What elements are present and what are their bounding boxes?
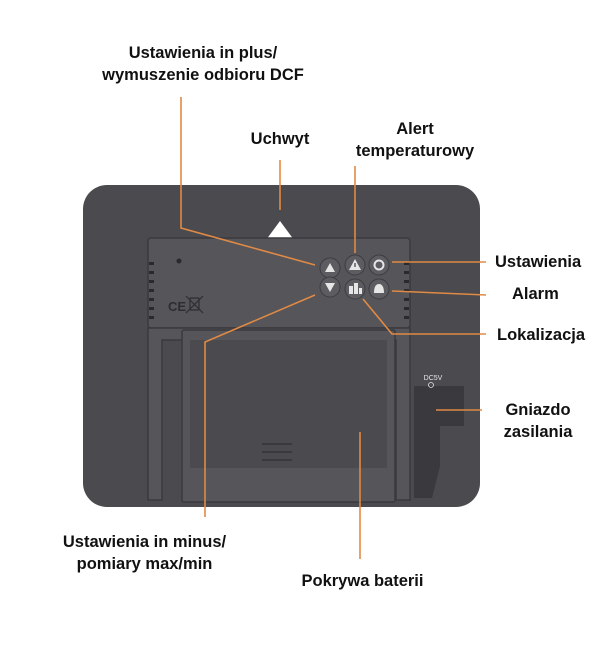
- vent-slot: [404, 298, 409, 301]
- settings-button[interactable]: [368, 254, 390, 276]
- down-arrow-icon: [325, 283, 335, 292]
- vent-slot: [404, 289, 409, 292]
- label-minus-line2: pomiary max/min: [76, 555, 213, 573]
- ce-mark-icon: CE: [168, 299, 186, 314]
- leader-location: [362, 298, 486, 335]
- vent-slot: [149, 280, 154, 283]
- label-handle: Uchwyt: [250, 130, 310, 148]
- minus-button[interactable]: [319, 276, 341, 298]
- crossed-bin-icon: [185, 295, 204, 314]
- hanging-handle-hole: [266, 221, 294, 240]
- vent-slot: [404, 262, 409, 265]
- label-plus-line2: wymuszenie odbioru DCF: [102, 66, 304, 84]
- stand-frame: [147, 327, 411, 501]
- leader-lines: [180, 97, 487, 559]
- label-alert-line2: temperaturowy: [355, 142, 475, 160]
- label-plus: Ustawienia in plus/ wymuszenie odbioru D…: [88, 42, 318, 86]
- up-arrow-icon: [325, 263, 335, 272]
- vent-slot: [149, 307, 154, 310]
- label-socket: Gniazdo zasilania: [488, 399, 588, 443]
- label-minus: Ustawienia in minus/ pomiary max/min: [32, 531, 257, 575]
- battery-cover-inner: [190, 340, 387, 468]
- buildings-icon: [349, 283, 362, 294]
- label-socket-line1: Gniazdo: [505, 401, 571, 419]
- vent-slot: [149, 289, 154, 292]
- vent-slot: [149, 316, 154, 319]
- alarm-button[interactable]: [368, 278, 390, 300]
- temperature-alert-button[interactable]: [344, 254, 366, 276]
- label-settings: Ustawienia: [495, 253, 582, 271]
- label-alert-line1: Alert: [396, 120, 434, 138]
- vent-slot: [404, 280, 409, 283]
- bell-icon: [374, 284, 384, 293]
- label-alert: Alert temperaturowy: [335, 118, 495, 162]
- label-plus-line1: Ustawienia in plus/: [128, 44, 278, 62]
- label-battery: Pokrywa baterii: [301, 572, 424, 590]
- vent-slot: [149, 298, 154, 301]
- label-location: Lokalizacja: [497, 326, 586, 344]
- vent-slot: [404, 316, 409, 319]
- indicator-dot: [176, 258, 182, 264]
- power-socket-recess: [414, 386, 464, 498]
- leader-alarm: [391, 290, 487, 296]
- socket-marking: DC5V: [424, 375, 443, 382]
- label-minus-line1: Ustawienia in minus/: [62, 533, 227, 551]
- vent-slots-left: [149, 262, 154, 319]
- vent-slot: [149, 262, 154, 265]
- location-button[interactable]: [344, 278, 366, 300]
- label-alarm: Alarm: [512, 285, 559, 303]
- label-socket-line2: zasilania: [503, 423, 573, 441]
- vent-slot: [149, 271, 154, 274]
- vent-slot: [404, 271, 409, 274]
- gear-icon: [373, 259, 385, 271]
- vent-slots-right: [404, 262, 409, 319]
- vent-slot: [404, 307, 409, 310]
- leader-plus: [180, 97, 316, 266]
- dc-polarity-icon: [428, 382, 434, 388]
- plus-button[interactable]: [319, 257, 341, 279]
- leader-minus: [204, 294, 316, 517]
